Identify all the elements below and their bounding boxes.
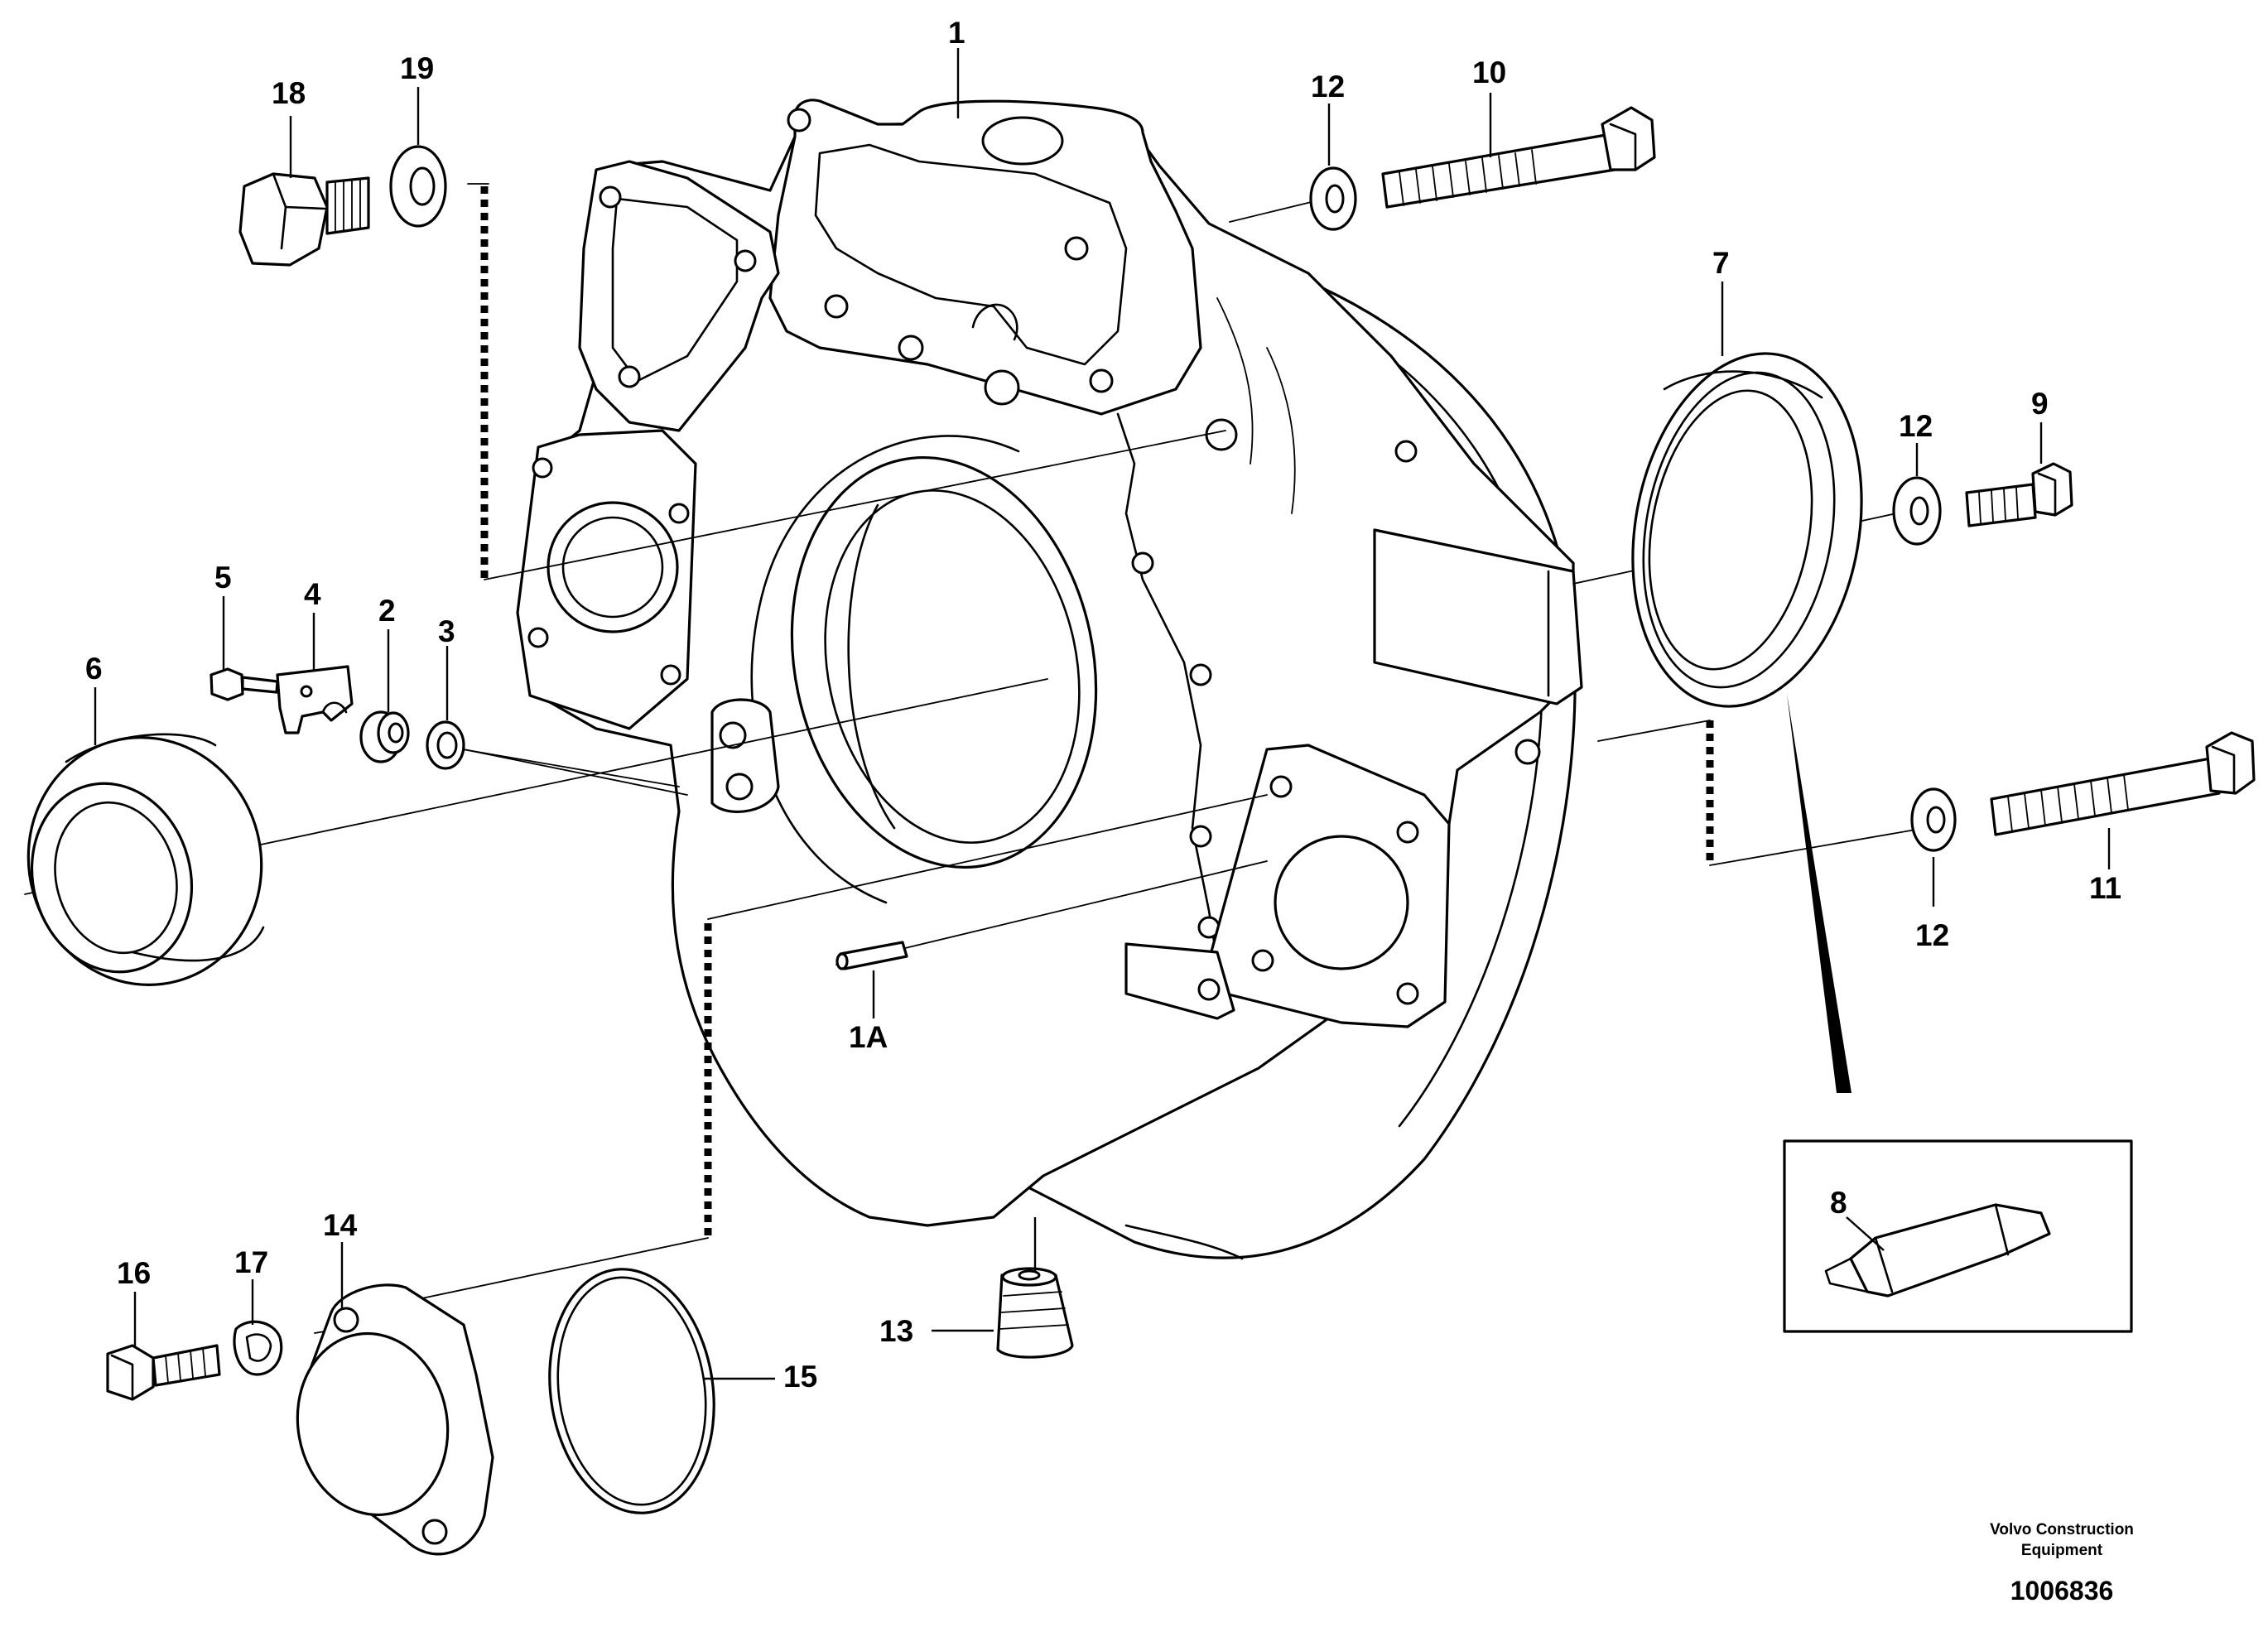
leader-lines	[94, 48, 2111, 1380]
label-9: 9	[2031, 387, 2049, 421]
brand-line-2: Equipment	[2021, 1542, 2103, 1559]
screw-5	[209, 667, 279, 701]
cover-14	[296, 1283, 494, 1556]
label-12-mid: 12	[1899, 409, 1933, 443]
bolt-11	[1990, 731, 2256, 836]
bolt-16	[106, 1344, 221, 1401]
washer-17	[233, 1320, 283, 1376]
bolt-10	[1381, 106, 1656, 209]
label-6: 6	[85, 652, 103, 686]
washer-19	[389, 145, 447, 228]
label-10: 10	[1472, 55, 1506, 89]
label-7: 7	[1712, 246, 1730, 280]
flywheel-housing	[516, 99, 1583, 1260]
bolt-9	[1965, 462, 2073, 527]
label-3: 3	[438, 614, 455, 648]
seal-6	[26, 733, 265, 986]
dowel-pin-1a	[835, 941, 908, 970]
plug-18	[238, 172, 370, 267]
label-14: 14	[323, 1208, 358, 1242]
seal-7	[1631, 352, 1863, 708]
label-13: 13	[879, 1314, 913, 1348]
label-12-top: 12	[1311, 70, 1345, 104]
label-15: 15	[783, 1360, 817, 1394]
o-ring-15	[548, 1268, 715, 1514]
washer-12-bottom	[1910, 787, 1957, 852]
label-16: 16	[117, 1256, 151, 1290]
label-5: 5	[214, 561, 232, 595]
label-11: 11	[2089, 871, 2121, 905]
sealant-tube-8	[1783, 1139, 2133, 1333]
brand-line-1: Volvo Construction	[1990, 1521, 2134, 1538]
clamp-4	[276, 665, 354, 734]
label-17: 17	[234, 1245, 268, 1279]
document-number: 1006836	[2010, 1576, 2114, 1606]
dashed-connectors	[480, 186, 1714, 1238]
plug-13	[996, 1267, 1074, 1359]
label-1a: 1A	[849, 1020, 888, 1054]
washer-12-top	[1309, 166, 1357, 231]
label-2: 2	[378, 594, 396, 628]
nipple-2	[359, 710, 410, 763]
footer: Volvo Construction Equipment 1006836	[1990, 1521, 2134, 1606]
label-1: 1	[948, 16, 965, 50]
label-19: 19	[400, 51, 434, 85]
alignment-lines	[24, 183, 1926, 1334]
label-12-bottom: 12	[1915, 918, 1949, 952]
part-labels: 1 1A 2 3 4 5 6 7 8 9 10 11 12 12 12 13 1…	[85, 16, 2121, 1394]
seal-ring-3	[426, 720, 465, 770]
label-8: 8	[1830, 1186, 1847, 1220]
washer-12-mid	[1892, 476, 1942, 546]
label-18: 18	[272, 76, 306, 110]
label-4: 4	[304, 577, 321, 611]
